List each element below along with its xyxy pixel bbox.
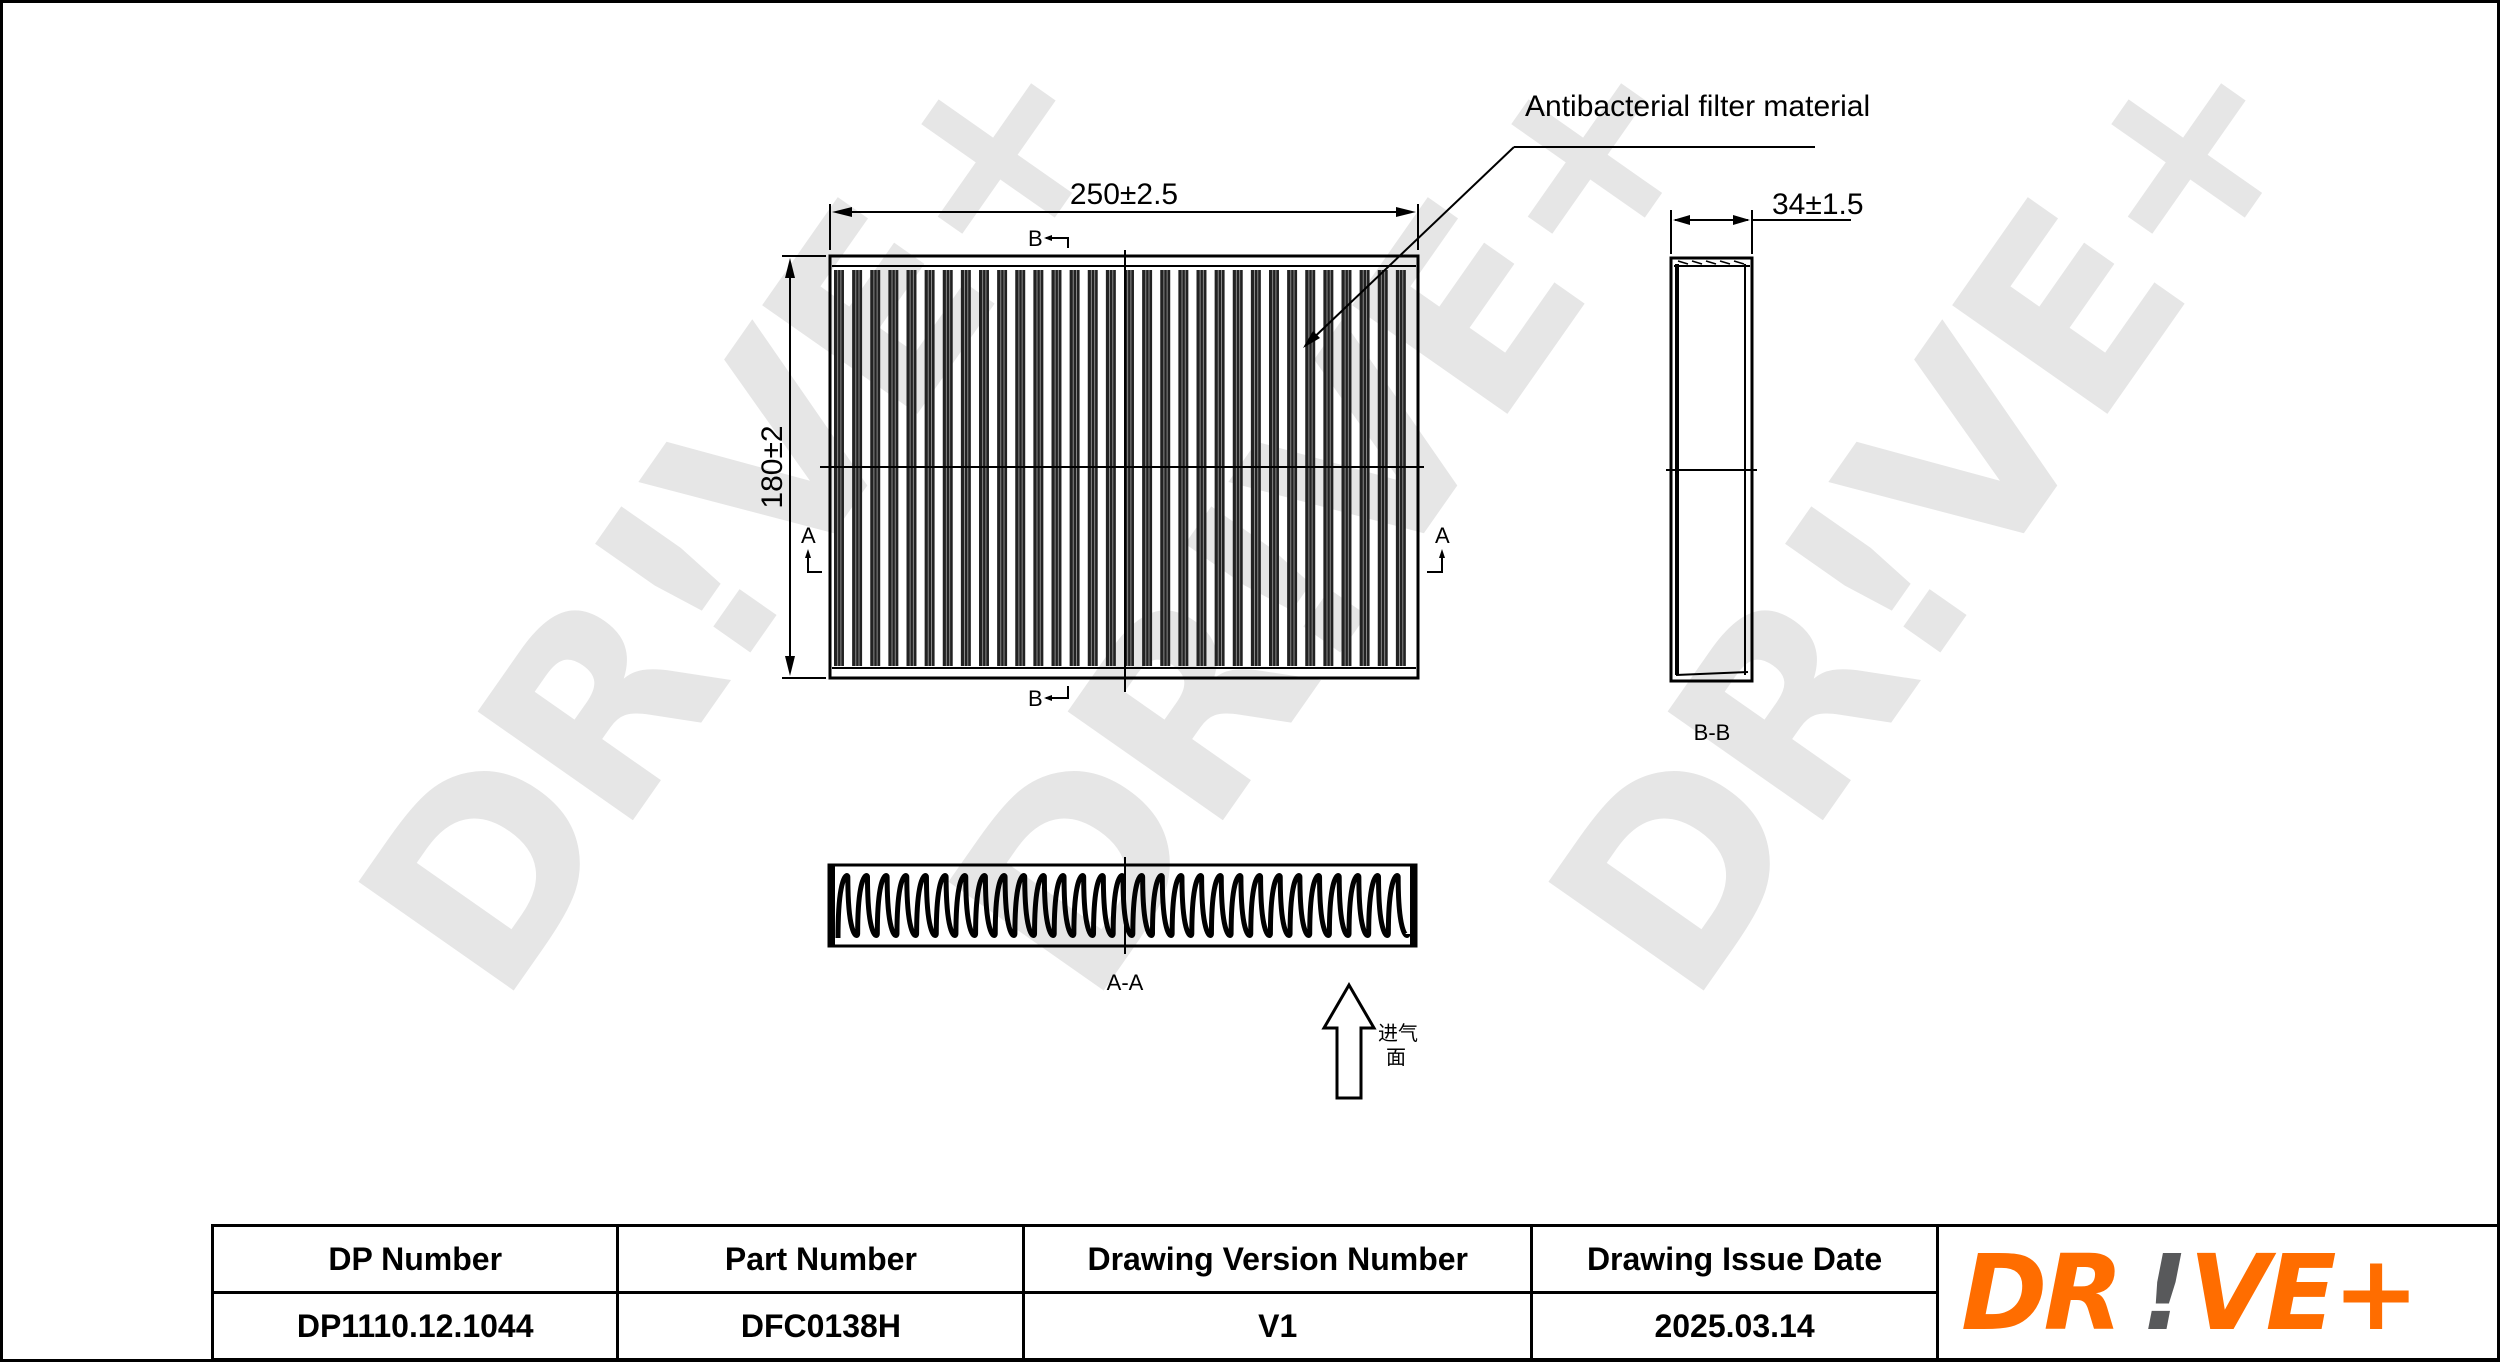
logo-cell: DR ! VE+: [1936, 1224, 2500, 1361]
svg-text:A: A: [1435, 523, 1450, 548]
svg-text:VE+: VE+: [2189, 1249, 2416, 1339]
dimension-length: 250±2.5: [829, 178, 1419, 250]
value-drawing-version: V1: [1022, 1291, 1533, 1361]
material-callout: Antibacterial filter material: [1303, 90, 1870, 348]
section-bb-label: B-B: [1694, 720, 1731, 745]
svg-text:180±2: 180±2: [756, 425, 789, 508]
value-part-number: DFC0138H: [616, 1291, 1026, 1361]
svg-text:!: !: [2141, 1249, 2188, 1339]
svg-text:Antibacterial filter material: Antibacterial filter material: [1525, 90, 1870, 123]
header-drawing-version: Drawing Version Number: [1022, 1224, 1533, 1294]
section-marker-a-right: A: [1427, 523, 1450, 573]
section-marker-b-top: B: [1028, 226, 1069, 251]
svg-text:250±2.5: 250±2.5: [1070, 178, 1178, 211]
section-bb-view: [1666, 256, 1757, 683]
airflow-label: 进气: [1378, 1021, 1418, 1045]
section-marker-a-left: A: [801, 523, 822, 573]
dimension-height: 34±1.5: [1670, 188, 1864, 254]
title-block: DP Number Part Number Drawing Version Nu…: [210, 1224, 2500, 1361]
svg-text:DR: DR: [1961, 1249, 2119, 1339]
airflow-label-2: 面: [1386, 1045, 1406, 1069]
svg-text:34±1.5: 34±1.5: [1772, 188, 1864, 221]
svg-text:A: A: [801, 523, 816, 548]
dimension-width: 180±2: [756, 255, 826, 679]
value-issue-date: 2025.03.14: [1529, 1291, 1940, 1361]
svg-text:B: B: [1028, 686, 1043, 711]
header-dp-number: DP Number: [210, 1224, 620, 1294]
section-marker-b-bottom: B: [1028, 686, 1069, 711]
value-dp-number: DP1110.12.1044: [210, 1291, 620, 1361]
filter-front-view: [820, 250, 1424, 692]
svg-text:B: B: [1028, 226, 1043, 251]
section-aa-label: A-A: [1107, 970, 1144, 995]
airflow-arrow-icon: [1321, 982, 1377, 1100]
section-aa-view: [827, 857, 1418, 954]
header-issue-date: Drawing Issue Date: [1529, 1224, 1940, 1294]
header-part-number: Part Number: [616, 1224, 1026, 1294]
drive-plus-logo: DR ! VE+: [1961, 1249, 2420, 1339]
